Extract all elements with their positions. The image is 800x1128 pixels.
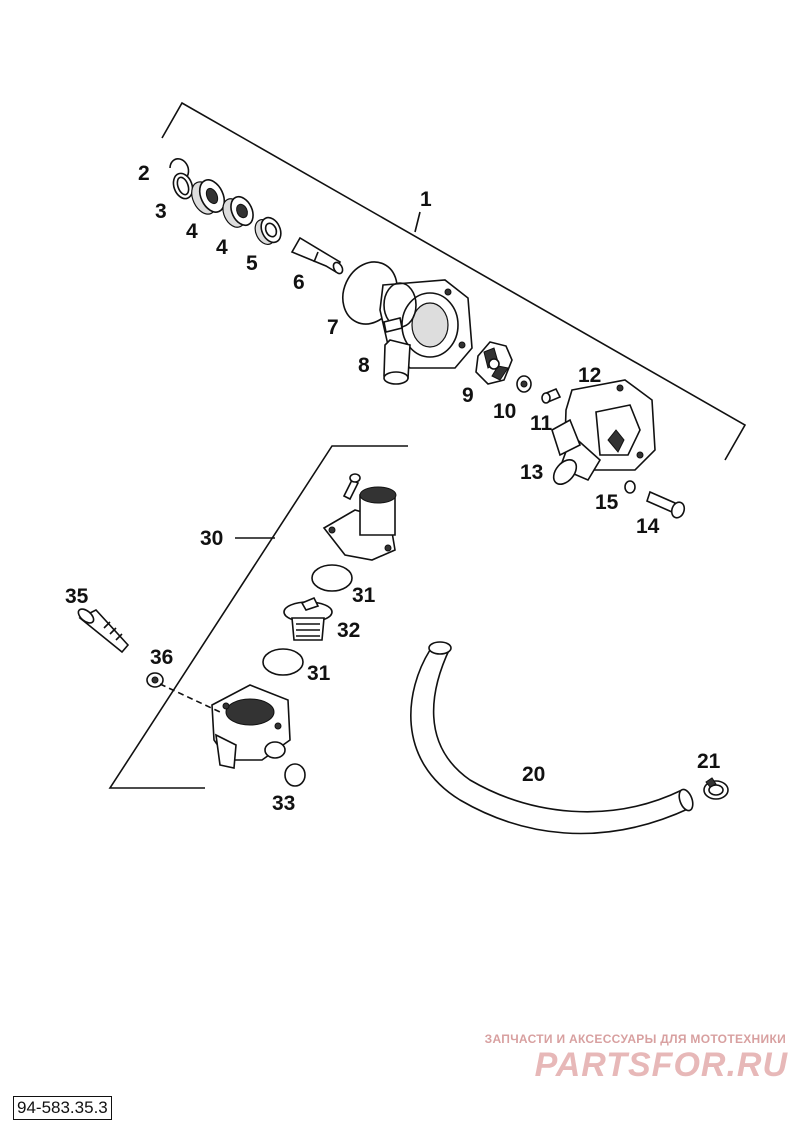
callout-4b: 4 <box>216 236 228 259</box>
watermark-logo: PARTSFOR.RU <box>534 1046 788 1084</box>
part-bearing-a <box>191 179 226 215</box>
part-o-ring-33 <box>284 763 306 787</box>
callout-3: 3 <box>155 200 167 223</box>
callout-8: 8 <box>358 354 370 377</box>
assembly-axis-line <box>159 683 221 713</box>
callout-7: 7 <box>327 316 339 339</box>
callout-6: 6 <box>293 271 305 294</box>
part-shaft <box>290 236 344 275</box>
callout-21: 21 <box>697 750 721 773</box>
part-pump-cover <box>551 379 656 485</box>
callout-10: 10 <box>493 400 516 423</box>
callout-32: 32 <box>337 619 360 642</box>
assembly-30-bracket <box>108 445 408 789</box>
callout-11: 11 <box>530 412 553 435</box>
part-thermostat-cover-screw <box>342 473 361 501</box>
part-ring <box>172 172 194 200</box>
callout-20: 20 <box>522 763 545 786</box>
document-code: 94-583.35.3 <box>13 1096 112 1120</box>
callout-2: 2 <box>138 162 150 185</box>
part-hose <box>410 641 694 835</box>
part-screw-11 <box>541 387 562 404</box>
callout-12: 12 <box>578 364 601 387</box>
part-o-ring-31b <box>262 648 304 676</box>
part-washer-36 <box>146 672 164 688</box>
part-bolt-35 <box>77 608 130 654</box>
assembly-1-bracket <box>161 101 747 461</box>
callout-31b: 31 <box>307 662 331 685</box>
callout-36: 36 <box>150 646 173 669</box>
part-seal <box>254 216 282 245</box>
callout-9: 9 <box>462 384 474 407</box>
callout-30: 30 <box>200 527 223 550</box>
part-washer <box>516 375 532 393</box>
callout-14: 14 <box>636 515 660 538</box>
watermark-caption: ЗАПЧАСТИ И АКСЕССУАРЫ ДЛЯ МОТОТЕХНИКИ <box>484 1032 786 1046</box>
callout-33: 33 <box>272 792 295 815</box>
callout-5: 5 <box>246 252 258 275</box>
part-thermostat-base <box>211 684 291 769</box>
part-impeller <box>475 341 513 385</box>
callout-15: 15 <box>595 491 619 514</box>
callout-35: 35 <box>65 585 89 608</box>
part-thermostat-cover <box>322 486 397 561</box>
part-bearing-b <box>222 195 254 228</box>
callout-31a: 31 <box>352 584 376 607</box>
part-pump-housing <box>379 279 473 385</box>
part-o-ring-15 <box>624 480 636 494</box>
part-bolt-14 <box>646 490 686 519</box>
callout-13: 13 <box>520 461 543 484</box>
part-hose-clamp <box>703 777 729 800</box>
part-o-ring-31a <box>311 564 353 592</box>
callout-1: 1 <box>420 188 432 211</box>
callout-4a: 4 <box>186 220 198 243</box>
part-thermostat <box>283 596 333 641</box>
